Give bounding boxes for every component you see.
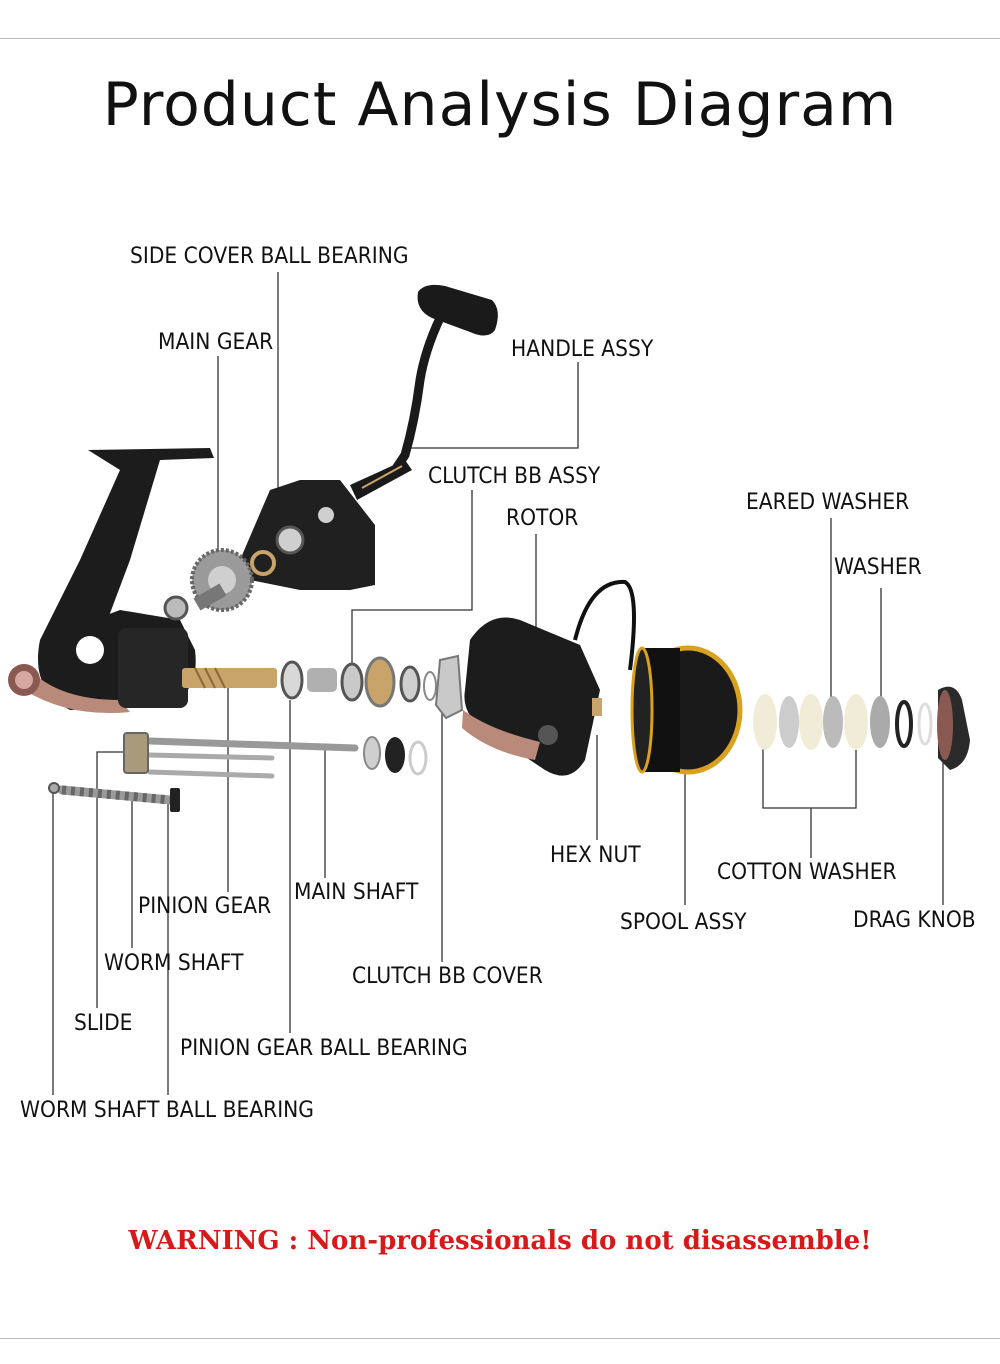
rotor: [462, 579, 636, 776]
leader-lines: [52, 272, 944, 1095]
leader-slide: [96, 751, 124, 1008]
top-rule: [0, 38, 1000, 39]
leader-clutch-bb-assy: [351, 490, 473, 672]
leader-cotton-washer: [762, 735, 857, 809]
label-main-gear: MAIN GEAR: [158, 330, 274, 355]
leader-handle-assy: [405, 362, 579, 449]
label-pinion-gear-ball-bearing: PINION GEAR BALL BEARING: [180, 1036, 468, 1061]
warning-text: WARNING : Non-professionals do not disas…: [128, 1226, 872, 1256]
axis-bearings: [280, 656, 437, 708]
label-washer: WASHER: [834, 555, 922, 580]
reel-body: [8, 448, 214, 714]
label-pinion-gear: PINION GEAR: [138, 894, 272, 919]
label-spool-assy: SPOOL ASSY: [620, 910, 747, 935]
label-rotor: ROTOR: [506, 506, 579, 531]
main-gear: [163, 548, 254, 621]
label-cotton-washer: COTTON WASHER: [717, 860, 897, 885]
pinion-gear: [182, 667, 277, 689]
label-worm-shaft: WORM SHAFT: [104, 951, 244, 976]
label-eared-washer: EARED WASHER: [746, 490, 910, 515]
side-cover: [240, 480, 375, 590]
label-drag-knob: DRAG KNOB: [853, 908, 976, 933]
label-hex-nut: HEX NUT: [550, 843, 641, 868]
label-clutch-bb-cover: CLUTCH BB COVER: [352, 964, 543, 989]
worm-shaft: [48, 782, 180, 812]
label-clutch-bb-assy: CLUTCH BB ASSY: [428, 464, 601, 489]
drag-washers: [753, 694, 933, 750]
label-handle-assy: HANDLE ASSY: [511, 337, 654, 362]
page-title: Product Analysis Diagram: [102, 70, 898, 140]
drag-knob: [937, 686, 970, 770]
handle-assy: [350, 284, 498, 500]
bottom-rule: [0, 1338, 1000, 1339]
spool: [630, 645, 743, 775]
label-slide: SLIDE: [74, 1011, 133, 1036]
clutch-bb-cover: [434, 654, 464, 720]
label-worm-shaft-ball-bearing: WORM SHAFT BALL BEARING: [20, 1098, 314, 1123]
label-side-cover-ball-bearing: SIDE COVER BALL BEARING: [130, 244, 409, 269]
shafts: [123, 732, 428, 779]
label-main-shaft: MAIN SHAFT: [294, 880, 419, 905]
